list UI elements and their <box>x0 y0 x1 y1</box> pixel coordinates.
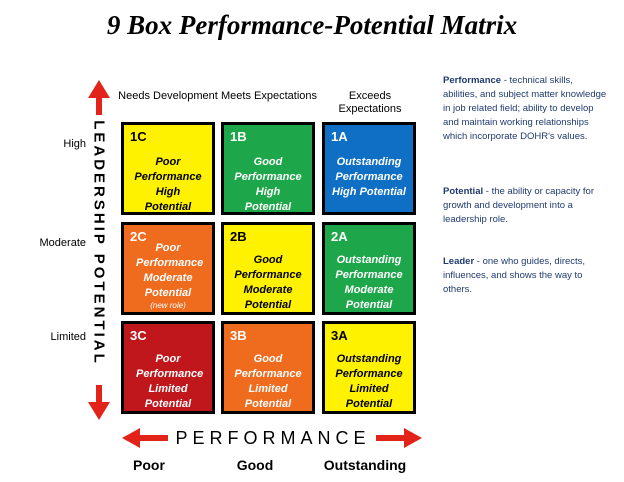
definition-potential: Potential - the ability or capacity for … <box>443 185 608 227</box>
matrix-cell-3a: 3A Outstanding Performance Limited Poten… <box>322 321 416 414</box>
cell-label: Poor Performance Limited Potential <box>136 353 204 410</box>
definition-term: Performance <box>443 75 502 86</box>
definition-text: - technical skills, abilities, and subje… <box>443 75 607 142</box>
definition-leader: Leader - one who guides, directs, influe… <box>443 255 608 297</box>
row-label-limited: Limited <box>50 331 86 343</box>
cell-code: 2C <box>130 229 147 244</box>
matrix-cell-2c: 2C Poor Performance Moderate Potential (… <box>121 222 215 315</box>
cell-label: Poor Performance Moderate Potential <box>136 242 204 299</box>
row-label-high: High <box>63 138 86 150</box>
cell-code: 1C <box>130 129 147 144</box>
definition-term: Potential <box>443 186 484 197</box>
cell-code: 1B <box>230 129 247 144</box>
column-header-meets-expectations: Meets Expectations <box>221 90 317 102</box>
cell-code: 3C <box>130 328 147 343</box>
cell-code: 3A <box>331 328 348 343</box>
vertical-axis-label: LEADERSHIP POTENTIAL <box>90 120 108 366</box>
row-label-moderate: Moderate <box>39 237 86 249</box>
vertical-axis-arrow <box>88 80 110 420</box>
cell-label-wrap: Poor Performance Moderate Potential (new… <box>124 241 212 311</box>
cell-code: 3B <box>230 328 247 343</box>
cell-note: (new role) <box>150 301 186 310</box>
arrow-shaft-bottom <box>96 385 102 403</box>
matrix-cell-2b: 2B Good Performance Moderate Potential <box>221 222 315 315</box>
cell-label: Poor Performance High Potential <box>134 156 202 213</box>
cell-label: Outstanding Performance Limited Potentia… <box>335 353 403 410</box>
cell-label: Outstanding Performance Moderate Potenti… <box>335 254 403 311</box>
matrix-cell-1b: 1B Good Performance High Potential <box>221 122 315 215</box>
arrow-up-head <box>88 80 110 98</box>
cell-label: Good Performance High Potential <box>234 156 302 213</box>
cell-code: 2A <box>331 229 348 244</box>
cell-code: 2B <box>230 229 247 244</box>
matrix-cell-2a: 2A Outstanding Performance Moderate Pote… <box>322 222 416 315</box>
matrix-cell-1c: 1C Poor Performance High Potential <box>121 122 215 215</box>
performance-level-poor: Poor <box>133 457 165 473</box>
definition-term: Leader <box>443 256 475 267</box>
matrix-cell-1a: 1A Outstanding Performance High Potentia… <box>322 122 416 215</box>
definition-text: - the ability or capacity for growth and… <box>443 186 595 225</box>
performance-level-outstanding: Outstanding <box>323 457 407 473</box>
arrow-left-icon <box>122 428 168 448</box>
arrow-right-icon <box>376 428 422 448</box>
definition-text: - one who guides, directs, influences, a… <box>443 256 586 295</box>
arrow-down-head <box>88 402 110 420</box>
page-title: 9 Box Performance-Potential Matrix <box>106 10 518 40</box>
matrix-cell-3c: 3C Poor Performance Limited Potential <box>121 321 215 414</box>
performance-level-good: Good <box>236 457 274 473</box>
cell-label: Outstanding Performance High Potential <box>332 156 406 198</box>
horizontal-axis-label: PERFORMANCE <box>175 428 371 448</box>
cell-label: Good Performance Limited Potential <box>234 353 302 410</box>
column-header-exceeds-expectations: Exceeds Expectations <box>338 90 402 115</box>
cell-code: 1A <box>331 129 348 144</box>
cell-label: Good Performance Moderate Potential <box>234 254 302 311</box>
column-header-needs-development: Needs Development <box>118 90 218 102</box>
matrix-cell-3b: 3B Good Performance Limited Potential <box>221 321 315 414</box>
arrow-shaft-top <box>96 97 102 115</box>
definition-performance: Performance - technical skills, abilitie… <box>443 74 608 144</box>
